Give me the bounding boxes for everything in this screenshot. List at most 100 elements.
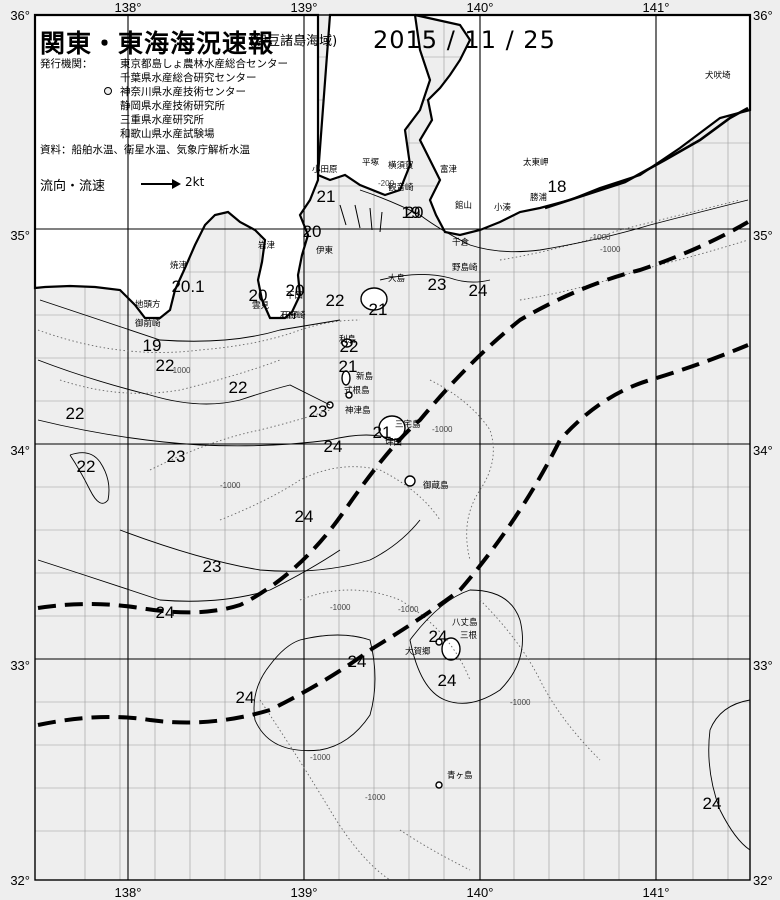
place-name-label: 岩津 bbox=[258, 240, 276, 250]
lat-label-left-1: 35° bbox=[10, 228, 30, 243]
temperature-label: 24 bbox=[324, 437, 343, 456]
temperature-label: 18 bbox=[548, 177, 567, 196]
place-name-label: 利島 bbox=[339, 334, 357, 344]
place-name-label: 横須賀 bbox=[388, 160, 414, 170]
temperature-label: 22 bbox=[66, 404, 85, 423]
flow-legend-arrow-icon bbox=[141, 183, 175, 185]
depth-label: -1000 bbox=[432, 425, 453, 434]
temperature-label: 22 bbox=[77, 457, 96, 476]
isotherms bbox=[37, 189, 751, 851]
temperature-label: 21 bbox=[317, 187, 336, 206]
institution-4: 静岡県水産技術研究所 bbox=[120, 100, 225, 112]
place-name-label: 野島崎 bbox=[452, 262, 478, 272]
lat-label-right-2: 34° bbox=[753, 443, 773, 458]
place-name-label: 坪田 bbox=[385, 437, 402, 447]
place-name-label: 雲見 bbox=[252, 300, 270, 310]
data-sources: 資料：船舶水温、衛星水温、気象庁解析水温 bbox=[40, 144, 250, 156]
map-header: 関東・東海海況速報 (伊豆諸島海域) 2015 / 11 / 25 発行機関： … bbox=[40, 18, 750, 194]
institution-1: 東京都島しょ農林水産総合センター bbox=[120, 58, 288, 70]
place-name-label: 神津島 bbox=[345, 405, 371, 415]
temperature-label: 22 bbox=[340, 337, 359, 356]
place-name-label: 御前崎 bbox=[135, 318, 161, 328]
temperature-label: 21 bbox=[373, 423, 392, 442]
lon-label-138-bottom: 138° bbox=[115, 885, 142, 900]
lon-label-138-top: 138° bbox=[115, 0, 142, 15]
place-name-label: 小湊 bbox=[494, 202, 512, 212]
place-name-label: 観音崎 bbox=[388, 182, 414, 192]
map-frame bbox=[34, 14, 751, 881]
temperature-label: 19 bbox=[143, 336, 162, 355]
depth-label: -1000 bbox=[590, 233, 611, 242]
place-name-label: 式根島 bbox=[344, 385, 370, 395]
institutions-label: 発行機関： bbox=[40, 58, 93, 70]
temperature-label: 21 bbox=[369, 300, 388, 319]
place-name-label: 下田 bbox=[286, 290, 303, 300]
arrowhead-icon bbox=[172, 179, 181, 189]
current-arrows bbox=[339, 204, 383, 233]
islands bbox=[326, 287, 461, 789]
temperature-label: 20 bbox=[303, 222, 322, 241]
depth-label: -1000 bbox=[220, 481, 241, 490]
depth-label: -1000 bbox=[398, 605, 419, 614]
place-name-label: 焼津 bbox=[170, 260, 188, 270]
temperature-label: 22 bbox=[326, 291, 345, 310]
temperature-label: 20 bbox=[286, 281, 305, 300]
lon-labels-top: 138° 139° 140° 141° bbox=[115, 0, 670, 15]
temperature-label: 20 bbox=[405, 203, 424, 222]
lon-labels-bottom: 138° 139° 140° 141° bbox=[115, 885, 670, 900]
boso-outer-coast bbox=[544, 106, 749, 210]
place-name-label: 太東岬 bbox=[523, 157, 549, 167]
temperature-label: 23 bbox=[203, 557, 222, 576]
circle-marker-icon bbox=[104, 87, 112, 95]
temperature-label: 22 bbox=[156, 356, 175, 375]
place-labels: 犬吠埼太東岬勝浦小湊館山千倉野島崎富津横須賀平塚小田原観音崎伊東焼津御前崎地頭方… bbox=[135, 70, 731, 780]
place-name-label: 御蔵島 bbox=[423, 480, 449, 490]
lat-label-right-4: 32° bbox=[753, 873, 773, 888]
temperature-label: 21 bbox=[339, 357, 358, 376]
lat-label-left-2: 34° bbox=[10, 443, 30, 458]
temperature-label: 24 bbox=[295, 507, 314, 526]
place-name-label: 館山 bbox=[455, 200, 472, 210]
place-name-label: 大島 bbox=[388, 273, 406, 283]
place-name-label: 三宅島 bbox=[395, 419, 421, 429]
temperature-label: 19 bbox=[402, 203, 421, 222]
lon-label-139-bottom: 139° bbox=[291, 885, 318, 900]
temperature-label: 20 bbox=[249, 286, 268, 305]
temperature-labels: 1819192020202021212122222222222223232323… bbox=[66, 177, 722, 813]
place-name-label: 勝浦 bbox=[530, 192, 548, 202]
map-date: 2015 / 11 / 25 bbox=[373, 26, 556, 54]
place-name-label: 平塚 bbox=[362, 157, 380, 167]
temperature-label: 22 bbox=[229, 378, 248, 397]
depth-label: -1000 bbox=[330, 603, 351, 612]
lon-label-141-bottom: 141° bbox=[643, 885, 670, 900]
institution-3: 神奈川県水産技術センター bbox=[120, 86, 246, 98]
map-subtitle: (伊豆諸島海域) bbox=[249, 34, 338, 49]
lon-label-140-bottom: 140° bbox=[467, 885, 494, 900]
major-grid bbox=[35, 15, 750, 880]
temperature-label: 23 bbox=[309, 402, 328, 421]
place-name-label: 大賀郷 bbox=[405, 646, 431, 656]
lat-label-right-3: 33° bbox=[753, 658, 773, 673]
depth-label: -1000 bbox=[600, 245, 621, 254]
lat-label-right-0: 36° bbox=[753, 8, 773, 23]
lat-label-right-1: 35° bbox=[753, 228, 773, 243]
place-name-label: 富津 bbox=[440, 164, 458, 174]
flow-legend-label: 流向・流速 bbox=[40, 179, 106, 194]
institution-5: 三重県水産研究所 bbox=[120, 114, 204, 126]
temperature-label: 24 bbox=[156, 603, 175, 622]
institution-2: 千葉県水産総合研究センター bbox=[120, 72, 257, 84]
lat-label-left-3: 33° bbox=[10, 658, 30, 673]
institution-6: 和歌山県水産試験場 bbox=[120, 128, 215, 140]
lon-label-140-top: 140° bbox=[467, 0, 494, 15]
isobaths bbox=[37, 199, 749, 881]
temperature-label: 23 bbox=[167, 447, 186, 466]
place-name-label: 伊東 bbox=[316, 245, 334, 255]
place-name-label: 犬吠埼 bbox=[705, 70, 731, 80]
place-name-label: 石廊崎 bbox=[280, 310, 306, 320]
place-name-label: 青ヶ島 bbox=[447, 770, 473, 780]
place-name-label: 新島 bbox=[356, 371, 374, 381]
place-name-label: 小田原 bbox=[312, 164, 338, 174]
place-name-label: 三根 bbox=[460, 630, 478, 640]
flow-legend-speed: 2kt bbox=[185, 175, 205, 189]
